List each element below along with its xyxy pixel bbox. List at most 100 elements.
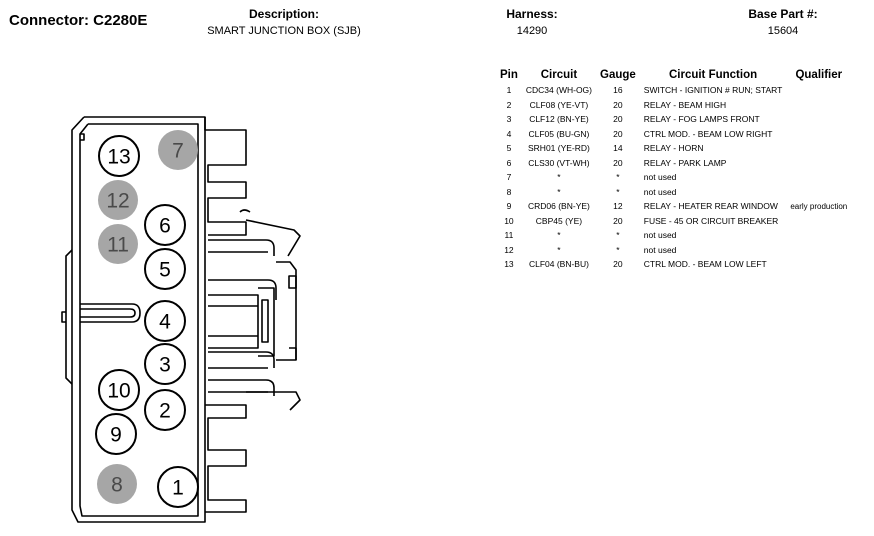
gauge-cell: 16 <box>613 85 623 96</box>
qualifier-cell <box>786 257 851 272</box>
pin-cavity <box>158 130 198 170</box>
circuit-cell: SRH01 (YE-RD) <box>528 143 590 154</box>
pin-number-label: 6 <box>159 215 171 238</box>
function-cell: not used <box>643 244 677 255</box>
harness-label: Harness: <box>506 7 558 21</box>
pin-cell: 1 <box>506 85 512 96</box>
qualifier-cell <box>786 185 851 200</box>
function-cell: not used <box>643 186 677 197</box>
pin-cavity <box>98 135 140 177</box>
pin-cell: 8 <box>506 186 512 197</box>
qualifier-cell <box>786 170 851 185</box>
gauge-cell: 20 <box>613 215 623 226</box>
pin-number-label: 11 <box>107 234 129 257</box>
circuit-cell: * <box>557 172 561 183</box>
function-cell: RELAY - BEAM HIGH <box>643 99 727 110</box>
pin-4: 4 <box>144 300 186 342</box>
gauge-cell: 12 <box>613 201 623 212</box>
description-label: Description: <box>248 7 319 21</box>
pinout-header-row: Pin Circuit Gauge Circuit Function Quali… <box>496 67 851 83</box>
pin-1: 1 <box>157 466 199 508</box>
table-row: 1 CDC34 (WH-OG) 16 SWITCH - IGNITION # RUN;… <box>496 83 851 98</box>
gauge-cell: 20 <box>613 99 623 110</box>
pin-cavity <box>144 204 186 246</box>
pin-number-label: 12 <box>106 190 129 213</box>
pin-cavity <box>144 343 186 385</box>
pin-cavity <box>157 466 199 508</box>
pin-cavity <box>98 224 138 264</box>
gauge-cell: * <box>616 172 620 183</box>
pin-number-label: 13 <box>107 146 130 169</box>
table-row: 9 CRD06 (BN-YE) 12 RELAY - HEATER REAR WIND… <box>496 199 851 214</box>
circuit-cell: * <box>557 244 561 255</box>
pin-cavity <box>144 248 186 290</box>
function-cell: not used <box>643 172 677 183</box>
circuit-cell: * <box>557 186 561 197</box>
qualifier-cell <box>786 228 851 243</box>
gauge-cell: * <box>616 230 620 241</box>
circuit-cell: CLF12 (BN-YE) <box>529 114 589 125</box>
qualifier-cell <box>786 127 851 142</box>
pin-number-label: 1 <box>172 477 184 500</box>
pin-number-label: 4 <box>159 311 171 334</box>
pin-cell: 4 <box>506 128 512 139</box>
pin-cavity <box>97 464 137 504</box>
table-row: 7 * * not used <box>496 170 851 185</box>
pin-cell: 12 <box>504 244 514 255</box>
pin-number-label: 10 <box>107 380 130 403</box>
base-part-label: Base Part #: <box>748 7 818 21</box>
circuit-cell: CLS30 (VT-WH) <box>528 157 590 168</box>
circuit-cell: CLF05 (BU-GN) <box>528 128 590 139</box>
pin-12: 12 <box>98 180 138 220</box>
pin-cell: 5 <box>506 143 512 154</box>
gauge-cell: * <box>616 186 620 197</box>
pinout-table: Pin Circuit Gauge Circuit Function Quali… <box>496 67 851 272</box>
pin-number-label: 7 <box>172 140 184 163</box>
qualifier-cell <box>786 214 851 229</box>
pin-9: 9 <box>95 413 137 455</box>
harness-value: 14290 <box>516 25 548 37</box>
pin-cavity <box>98 369 140 411</box>
circuit-cell: CDC34 (WH-OG) <box>525 85 592 96</box>
circuit-cell: CRD06 (BN-YE) <box>528 201 590 212</box>
function-cell: SWITCH - IGNITION # RUN; START <box>643 85 783 96</box>
qualifier-cell <box>786 112 851 127</box>
qualifier-cell <box>786 141 851 156</box>
pin-cavity <box>144 300 186 342</box>
pin-cell: 9 <box>506 201 512 212</box>
pin-cell: 11 <box>504 230 514 241</box>
pin-cavity <box>98 180 138 220</box>
header-qualifier: Qualifier <box>795 69 843 81</box>
header-circuit-function: Circuit Function <box>668 69 758 81</box>
pin-7: 7 <box>158 130 198 170</box>
table-row: 11**not used <box>496 228 851 243</box>
pin-cell: 3 <box>506 114 512 125</box>
connector-housing <box>61 116 301 523</box>
function-cell: RELAY - FOG LAMPS FRONT <box>643 114 760 125</box>
pin-number-label: 3 <box>159 354 171 377</box>
qualifier-cell <box>786 98 851 113</box>
circuit-cell: CBP45 (YE) <box>535 215 583 226</box>
qualifier-cell <box>786 243 851 258</box>
pin-6: 6 <box>144 204 186 246</box>
pin-cell: 7 <box>506 172 512 183</box>
gauge-cell: 14 <box>613 143 623 154</box>
header-circuit: Circuit <box>540 69 578 81</box>
pin-5: 5 <box>144 248 186 290</box>
pin-number-label: 9 <box>110 424 122 447</box>
function-cell: RELAY - HEATER REAR WINDOW <box>643 201 778 212</box>
function-cell: CTRL MOD. - BEAM LOW RIGHT <box>643 128 773 139</box>
function-cell: CTRL MOD. - BEAM LOW LEFT <box>643 259 767 270</box>
pin-number-label: 2 <box>159 400 171 423</box>
header-pin: Pin <box>500 69 518 81</box>
pin-cell: 2 <box>506 99 512 110</box>
gauge-cell: * <box>616 244 620 255</box>
pin-3: 3 <box>144 343 186 385</box>
